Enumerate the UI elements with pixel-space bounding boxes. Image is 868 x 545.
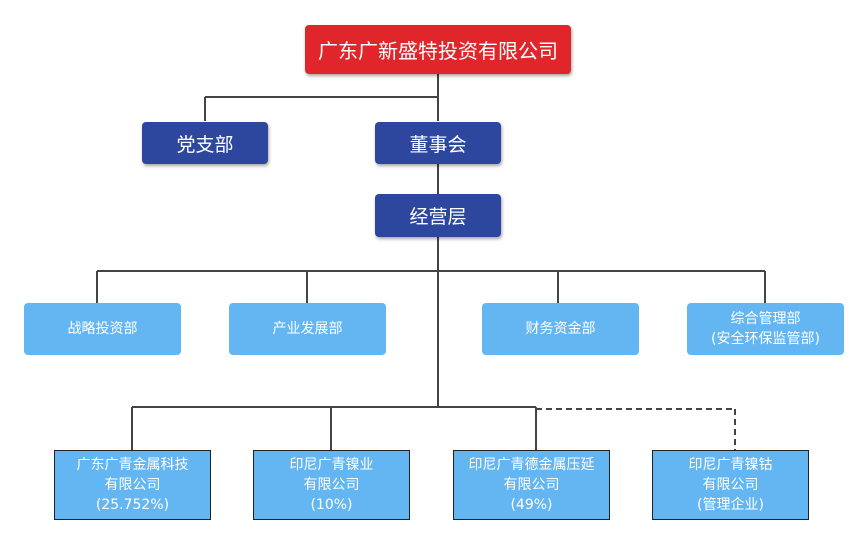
management-box: 经营层 bbox=[375, 194, 501, 237]
dept-industry-box: 产业发展部 bbox=[229, 303, 386, 355]
dept-strategy-box: 战略投资部 bbox=[24, 303, 181, 355]
subsidiary-type: 有限公司 bbox=[503, 477, 560, 493]
subsidiary-name: 广东广青金属科技 bbox=[76, 457, 189, 473]
subsidiary-box: 印尼广青镍钴 有限公司 (管理企业) bbox=[652, 450, 809, 520]
subsidiary-share: (25.752%) bbox=[95, 497, 170, 513]
subsidiary-share: (49%) bbox=[510, 497, 553, 513]
board-box: 董事会 bbox=[375, 122, 501, 164]
subsidiary-share: (10%) bbox=[310, 497, 353, 513]
subsidiary-box: 印尼广青镍业 有限公司 (10%) bbox=[253, 450, 410, 520]
subsidiary-type: 有限公司 bbox=[702, 477, 759, 493]
subsidiary-name: 印尼广青镍业 bbox=[289, 457, 374, 473]
board-label: 董事会 bbox=[409, 133, 467, 156]
management-label: 经营层 bbox=[409, 206, 467, 228]
company-box: 广东广新盛特投资有限公司 bbox=[305, 25, 571, 74]
dept-label: 综合管理部 bbox=[730, 311, 801, 327]
subsidiary-box: 广东广青金属科技 有限公司 (25.752%) bbox=[54, 450, 211, 520]
subsidiary-name: 印尼广青镍钴 bbox=[688, 457, 773, 473]
subsidiary-share: (管理企业) bbox=[697, 497, 764, 513]
dept-label: 战略投资部 bbox=[67, 321, 138, 337]
party-branch-box: 党支部 bbox=[142, 122, 268, 164]
dept-sublabel: (安全环保监管部) bbox=[711, 331, 820, 347]
dept-admin-box: 综合管理部 (安全环保监管部) bbox=[687, 303, 844, 355]
dept-label: 产业发展部 bbox=[272, 321, 343, 337]
subsidiary-name: 印尼广青德金属压延 bbox=[468, 457, 595, 473]
company-name: 广东广新盛特投资有限公司 bbox=[318, 39, 558, 63]
subsidiary-type: 有限公司 bbox=[104, 477, 161, 493]
subsidiary-type: 有限公司 bbox=[303, 477, 360, 493]
party-branch-label: 党支部 bbox=[176, 133, 234, 156]
subsidiary-box: 印尼广青德金属压延 有限公司 (49%) bbox=[453, 450, 610, 520]
dept-label: 财务资金部 bbox=[525, 321, 596, 337]
dept-finance-box: 财务资金部 bbox=[482, 303, 639, 355]
